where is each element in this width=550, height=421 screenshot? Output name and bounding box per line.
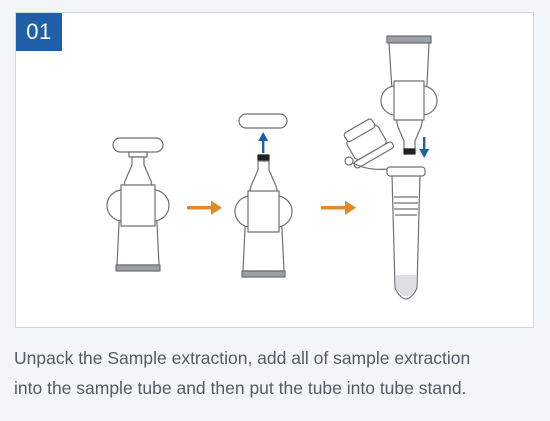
step-number-badge: 01 [16,13,62,51]
sample-tube-icon [343,118,426,300]
instruction-text: Unpack the Sample extraction, add all of… [14,343,539,403]
arrow-right-icon [187,200,222,215]
instruction-card: 01 [15,12,534,328]
arrow-up-icon [258,132,269,153]
extraction-bottle-icon [380,35,438,155]
extraction-bottle-icon [234,113,293,278]
procedure-illustration [106,35,438,300]
extraction-bottle-icon [106,137,170,272]
bottle-cap-icon [238,113,288,129]
instruction-line: into the sample tube and then put the tu… [14,378,467,398]
arrow-down-icon [419,137,430,158]
tube-cap [343,118,395,169]
arrow-right-icon [321,200,356,215]
instruction-line: Unpack the Sample extraction, add all of… [14,348,471,368]
